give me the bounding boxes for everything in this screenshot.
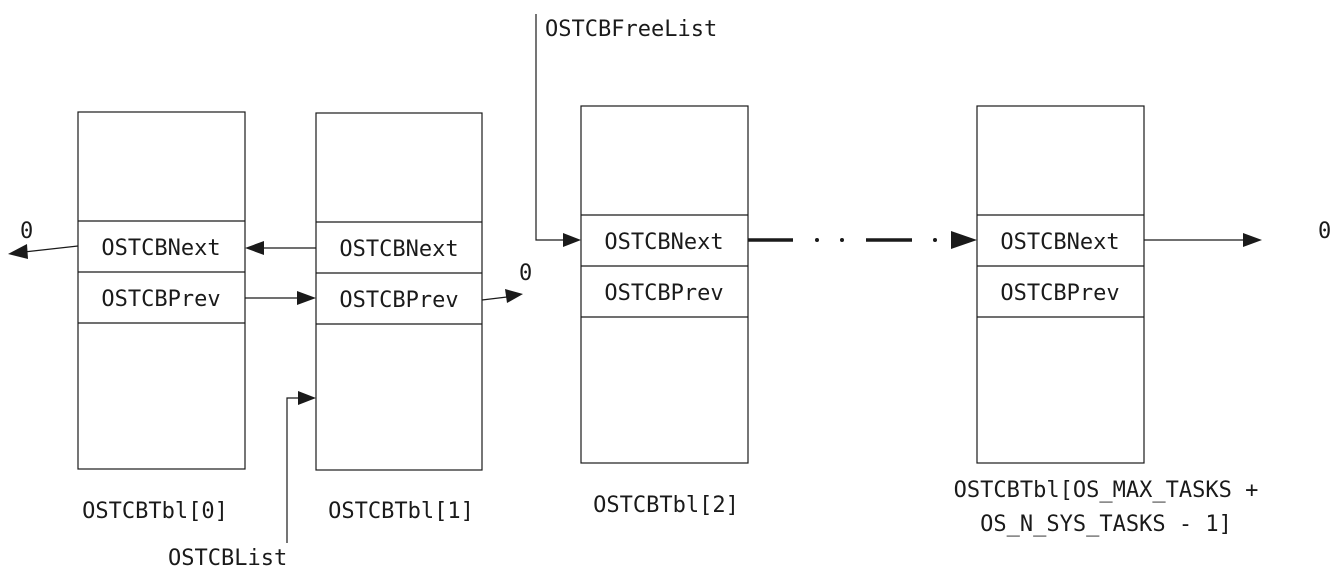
arrow-tcb0-prev-to-tcb1 [245,291,316,305]
arrow-tcb0-next-to-null [8,244,79,259]
tcb-0-next-field: OSTCBNext [101,236,220,261]
tcb-2-label: OSTCBTbl[2] [593,493,739,518]
tcb-box-2: OSTCBNext OSTCBPrev [580,105,749,464]
ostcbfreelist-label: OSTCBFreeList [545,17,717,42]
tcb-0-label: OSTCBTbl[0] [82,499,228,524]
tcb-last-label-line1: OSTCBTbl[OS_MAX_TASKS + [954,478,1259,503]
ostcblist-label: OSTCBList [168,546,287,571]
tcb-2-next-field: OSTCBNext [604,230,723,255]
tcb-box-1: OSTCBNext OSTCBPrev [315,112,483,471]
null-marker-middle: 0 [519,261,532,286]
tcb-last-next-field: OSTCBNext [1000,230,1119,255]
arrow-tcb2-next-to-last [748,231,977,249]
arrow-tcb1-prev-to-null [481,289,523,303]
tcb-1-next-field: OSTCBNext [339,237,458,262]
tcb-last-prev-field: OSTCBPrev [1000,281,1119,306]
arrow-tcb1-next-to-tcb0 [245,241,316,255]
tcb-box-0: OSTCBNext OSTCBPrev [77,111,246,470]
arrow-tcb-last-next-to-null [1144,233,1262,247]
tcb-0-prev-field: OSTCBPrev [101,287,220,312]
null-marker-left: 0 [20,219,33,244]
tcb-last-label-line2: OS_N_SYS_TASKS - 1] [980,512,1232,537]
null-marker-right: 0 [1318,219,1331,244]
tcb-1-prev-field: OSTCBPrev [339,288,458,313]
arrow-ostcbfreelist-pointer [535,14,581,247]
arrow-ostcblist-pointer [286,391,316,543]
tcb-1-label: OSTCBTbl[1] [328,499,474,524]
tcb-2-prev-field: OSTCBPrev [604,281,723,306]
tcb-box-last: OSTCBNext OSTCBPrev [976,105,1145,464]
